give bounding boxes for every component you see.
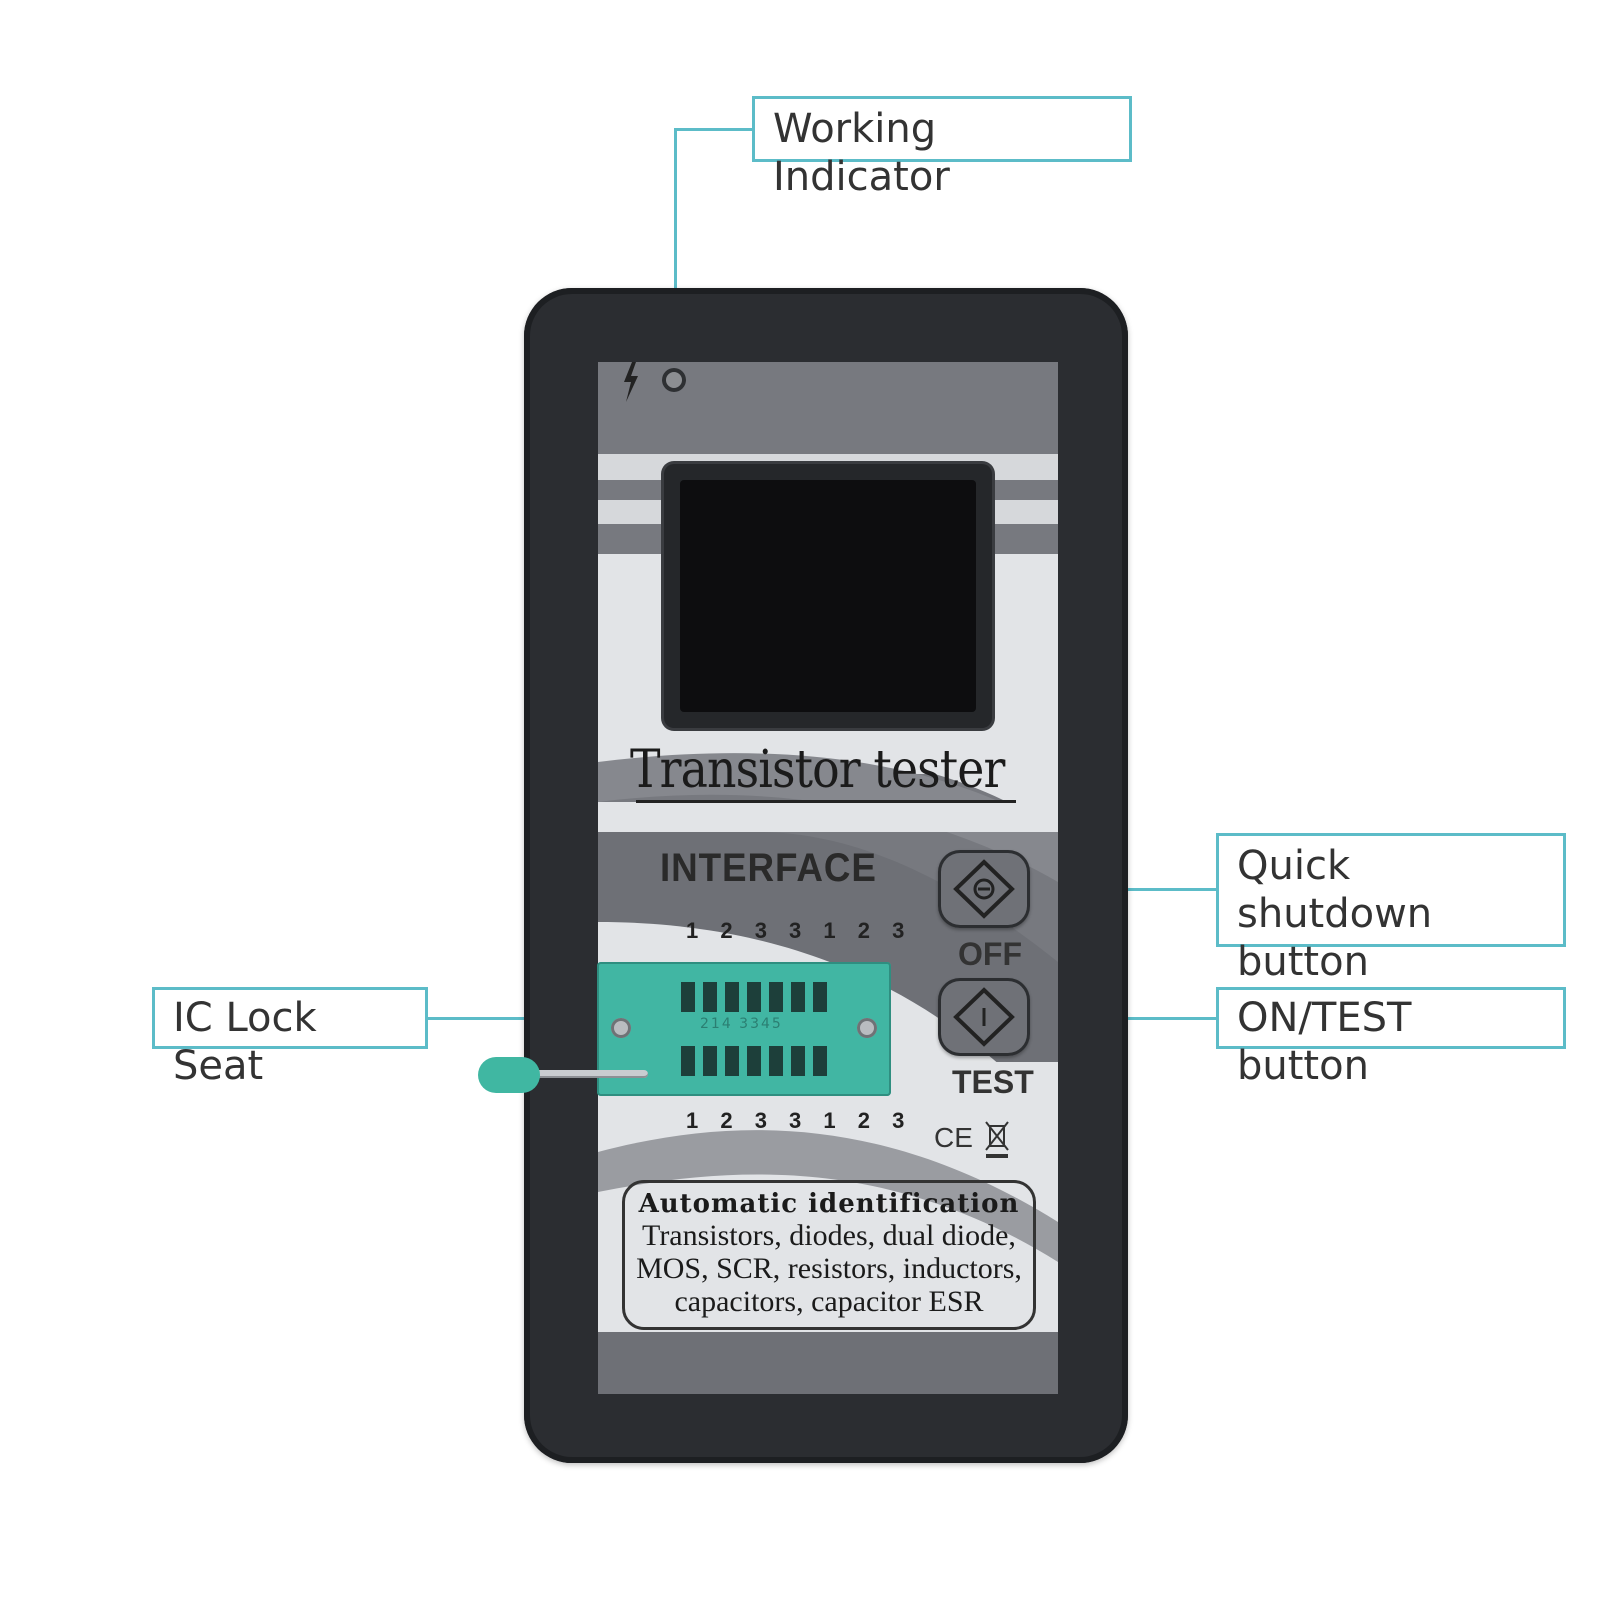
- auto-identification-line-2: MOS, SCR, resistors, inductors,: [636, 1252, 1022, 1285]
- socket-slot: [703, 1046, 717, 1076]
- callout-quick-shutdown-line2: button: [1237, 939, 1369, 985]
- bottom-band: [598, 1332, 1058, 1394]
- auto-identification-box: Automatic identification Transistors, di…: [622, 1180, 1036, 1330]
- socket-lever-knob[interactable]: [478, 1057, 540, 1093]
- ce-mark: CE: [934, 1122, 973, 1153]
- wave-bottom: [598, 1130, 1058, 1262]
- socket-slot: [681, 1046, 695, 1076]
- test-button-icon: [953, 987, 1015, 1047]
- callout-ic-lock-seat: IC Lock Seat: [152, 987, 428, 1089]
- leader-ic-lock-seat: [426, 1017, 602, 1020]
- callout-working-indicator-text: Working Indicator: [773, 106, 950, 200]
- callout-on-test: ON/TEST button: [1216, 987, 1566, 1089]
- off-button-icon: [953, 859, 1015, 919]
- off-label: OFF: [958, 936, 1022, 972]
- callout-ic-lock-seat-text: IC Lock Seat: [173, 995, 317, 1089]
- socket-part-number: 214 3345: [700, 1016, 783, 1032]
- leader-working-indicator-h: [674, 128, 754, 131]
- socket-slot: [813, 1046, 827, 1076]
- socket-slot: [747, 1046, 761, 1076]
- test-button[interactable]: [938, 978, 1030, 1056]
- socket-screw-left: [611, 1018, 631, 1038]
- socket-slot: [769, 1046, 783, 1076]
- socket-slot: [769, 982, 783, 1012]
- callout-quick-shutdown: Quick shutdown button: [1216, 833, 1566, 985]
- socket-slot: [791, 1046, 805, 1076]
- socket-lever-rod[interactable]: [534, 1070, 648, 1078]
- callout-working-indicator: Working Indicator: [752, 96, 1132, 200]
- socket-slot: [747, 982, 761, 1012]
- callout-on-test-text: ON/TEST button: [1237, 995, 1412, 1089]
- pins-top-label: 1 2 3 3 1 2 3: [686, 918, 913, 943]
- socket-slot: [725, 982, 739, 1012]
- lightning-icon: [624, 362, 638, 402]
- socket-screw-right: [857, 1018, 877, 1038]
- socket-slot: [681, 982, 695, 1012]
- off-button[interactable]: [938, 850, 1030, 928]
- test-label: TEST: [952, 1064, 1034, 1100]
- socket-slot: [725, 1046, 739, 1076]
- auto-identification-line-3: capacitors, capacitor ESR: [674, 1285, 984, 1318]
- pins-bottom-label: 1 2 3 3 1 2 3: [686, 1108, 913, 1133]
- leader-working-indicator-v: [674, 128, 677, 378]
- interface-label: INTERFACE: [660, 846, 877, 890]
- wave-dark-band: [598, 753, 1058, 882]
- lcd-screen: [680, 480, 976, 712]
- auto-identification-line-1: Transistors, diodes, dual diode,: [642, 1219, 1016, 1252]
- socket-slot: [791, 982, 805, 1012]
- led-indicator-icon: [662, 368, 686, 392]
- auto-identification-title: Automatic identification: [638, 1189, 1020, 1219]
- callout-quick-shutdown-line1: Quick shutdown: [1237, 843, 1433, 937]
- mid-light: [598, 802, 1058, 832]
- socket-slot: [813, 982, 827, 1012]
- weee-bin-icon: [985, 1121, 1009, 1158]
- brand-underline: [636, 800, 1016, 803]
- brand-label: Transistor tester: [630, 740, 1005, 800]
- socket-slot: [703, 982, 717, 1012]
